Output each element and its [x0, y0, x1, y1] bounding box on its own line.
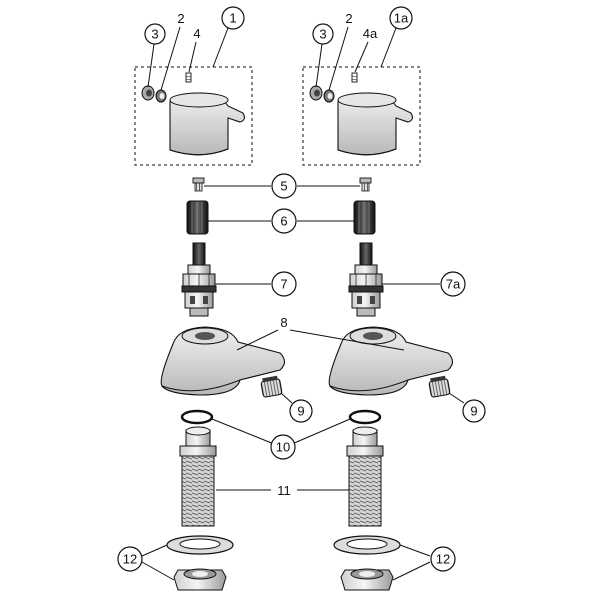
callout-1a-label: 1a: [394, 11, 409, 26]
washer-nut-12-left: [166, 535, 234, 591]
washer-nut-12-right: [333, 535, 401, 591]
lever-handle-1: [169, 92, 246, 156]
callout-9-right-label: 9: [470, 404, 477, 419]
callout-12-left: 12: [117, 546, 143, 572]
callout-6: 6: [271, 208, 297, 234]
callout-1a: 1a: [389, 6, 413, 30]
callout-9-right: 9: [462, 399, 486, 423]
label-2-right: 2: [345, 11, 352, 26]
o-ring-10-left: [180, 409, 214, 425]
shank-11-left: [179, 426, 217, 527]
outlet-9-left: [260, 375, 283, 398]
callout-6-label: 6: [280, 214, 287, 229]
label-4: 4: [193, 26, 200, 41]
callout-7a-label: 7a: [446, 277, 461, 292]
label-11: 11: [277, 483, 291, 498]
cartridge-7a: [348, 242, 384, 317]
screw-5-right: [359, 177, 372, 192]
screw-5-left: [192, 177, 205, 192]
callout-3-left-label: 3: [151, 27, 158, 42]
o-ring-10-right: [348, 409, 382, 425]
callout-10: 10: [270, 434, 296, 460]
callouts: 1 1a 3 3 2 2 4 4a 5 6 7: [117, 6, 486, 572]
callout-12-right: 12: [430, 546, 456, 572]
dashed-box-left: [134, 66, 253, 166]
tap-body-8-right: [328, 326, 454, 396]
grub-screw-4: [185, 72, 192, 83]
indicator-2-left: [155, 89, 167, 103]
tap-body-8-left: [160, 326, 286, 396]
cap-3-left: [141, 85, 155, 101]
grub-screw-4a: [351, 72, 358, 83]
callout-3-left: 3: [144, 23, 166, 45]
callout-5-label: 5: [280, 179, 287, 194]
lever-handle-1a: [337, 92, 414, 156]
callout-3-right-label: 3: [319, 27, 326, 42]
leader-lines: [141, 26, 465, 581]
cap-3-right: [309, 85, 323, 101]
handle-assembly-right: [302, 66, 421, 166]
callout-1: 1: [221, 6, 245, 30]
label-4a: 4a: [363, 26, 378, 41]
indicator-2-right: [323, 89, 335, 103]
callout-3-right: 3: [312, 23, 334, 45]
label-8: 8: [280, 315, 287, 330]
callout-7-label: 7: [280, 277, 287, 292]
handle-assembly-left: [134, 66, 253, 166]
spline-adapter-6-left: [186, 200, 209, 235]
label-2-left: 2: [177, 11, 184, 26]
cartridge-7: [181, 242, 217, 317]
callout-5: 5: [271, 173, 297, 199]
callout-7a: 7a: [440, 271, 466, 297]
callout-1-label: 1: [229, 11, 236, 26]
callout-9-left: 9: [289, 399, 313, 423]
callout-7: 7: [271, 271, 297, 297]
dashed-box-right: [302, 66, 421, 166]
callout-12-left-label: 12: [123, 552, 137, 567]
callout-9-left-label: 9: [297, 404, 304, 419]
callout-12-right-label: 12: [436, 552, 450, 567]
spline-adapter-6-right: [353, 200, 376, 235]
callout-10-label: 10: [276, 440, 290, 455]
shank-11-right: [346, 426, 384, 527]
outlet-9-right: [428, 375, 451, 398]
